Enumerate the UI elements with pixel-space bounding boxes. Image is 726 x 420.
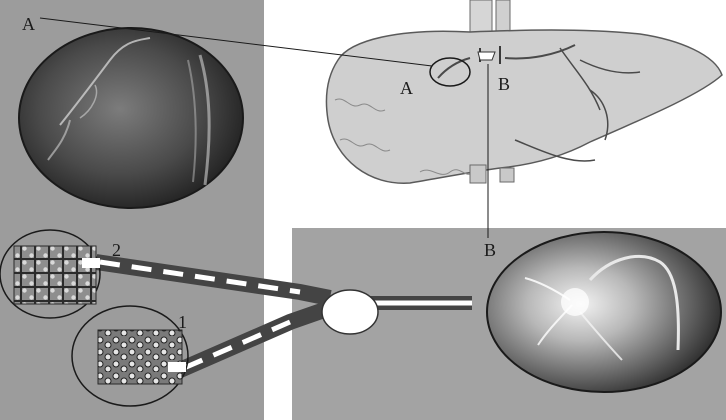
catheter-system (94, 254, 472, 378)
label-a-inner: A (400, 78, 413, 98)
leader-a (39, 17, 433, 67)
label-one: 1 (178, 312, 187, 332)
stent-2 (0, 229, 101, 319)
liver-illustration (325, 0, 723, 184)
label-a-outer: A (22, 14, 35, 34)
angiogram-left (18, 27, 244, 209)
label-b-inner: B (498, 74, 510, 94)
balloon (321, 289, 379, 335)
stent-1 (71, 305, 189, 407)
label-b-outer: B (484, 240, 496, 260)
angiogram-right (486, 231, 722, 393)
label-two: 2 (112, 240, 121, 260)
region-a-circle (429, 57, 471, 87)
